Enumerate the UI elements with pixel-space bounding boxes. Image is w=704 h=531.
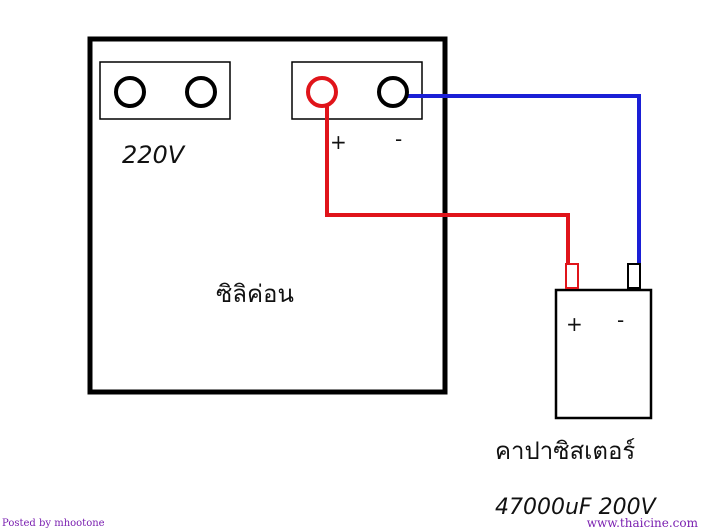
negative-terminal: [377, 76, 409, 108]
positive-terminal: [306, 76, 338, 108]
posted-by-text: Posted by mhootone: [2, 518, 105, 529]
ac-terminal-block: [99, 61, 231, 120]
ac-terminal-right: [185, 76, 217, 108]
ac-terminal-left: [114, 76, 146, 108]
ac-input-label: 220V: [122, 141, 186, 169]
capacitor-name-label: คาปาซิสเตอร์: [495, 437, 635, 465]
supply-minus-label: -: [395, 127, 402, 151]
capacitor-minus-label: -: [617, 308, 624, 332]
supply-plus-label: +: [330, 130, 347, 154]
capacitor-plus-label: +: [566, 312, 583, 336]
site-url-text: www.thaicine.com: [586, 516, 698, 530]
negative-wire: [408, 94, 641, 265]
supply-name-label: ซิลิค่อน: [216, 280, 294, 308]
dc-terminal-block: [291, 61, 423, 120]
capacitor-body: [554, 288, 653, 420]
capacitor-positive-lead: [565, 263, 579, 289]
positive-wire: [325, 106, 570, 265]
capacitor-negative-lead: [627, 263, 641, 289]
capacitor-rating-label: 47000uF 200V: [495, 495, 658, 520]
